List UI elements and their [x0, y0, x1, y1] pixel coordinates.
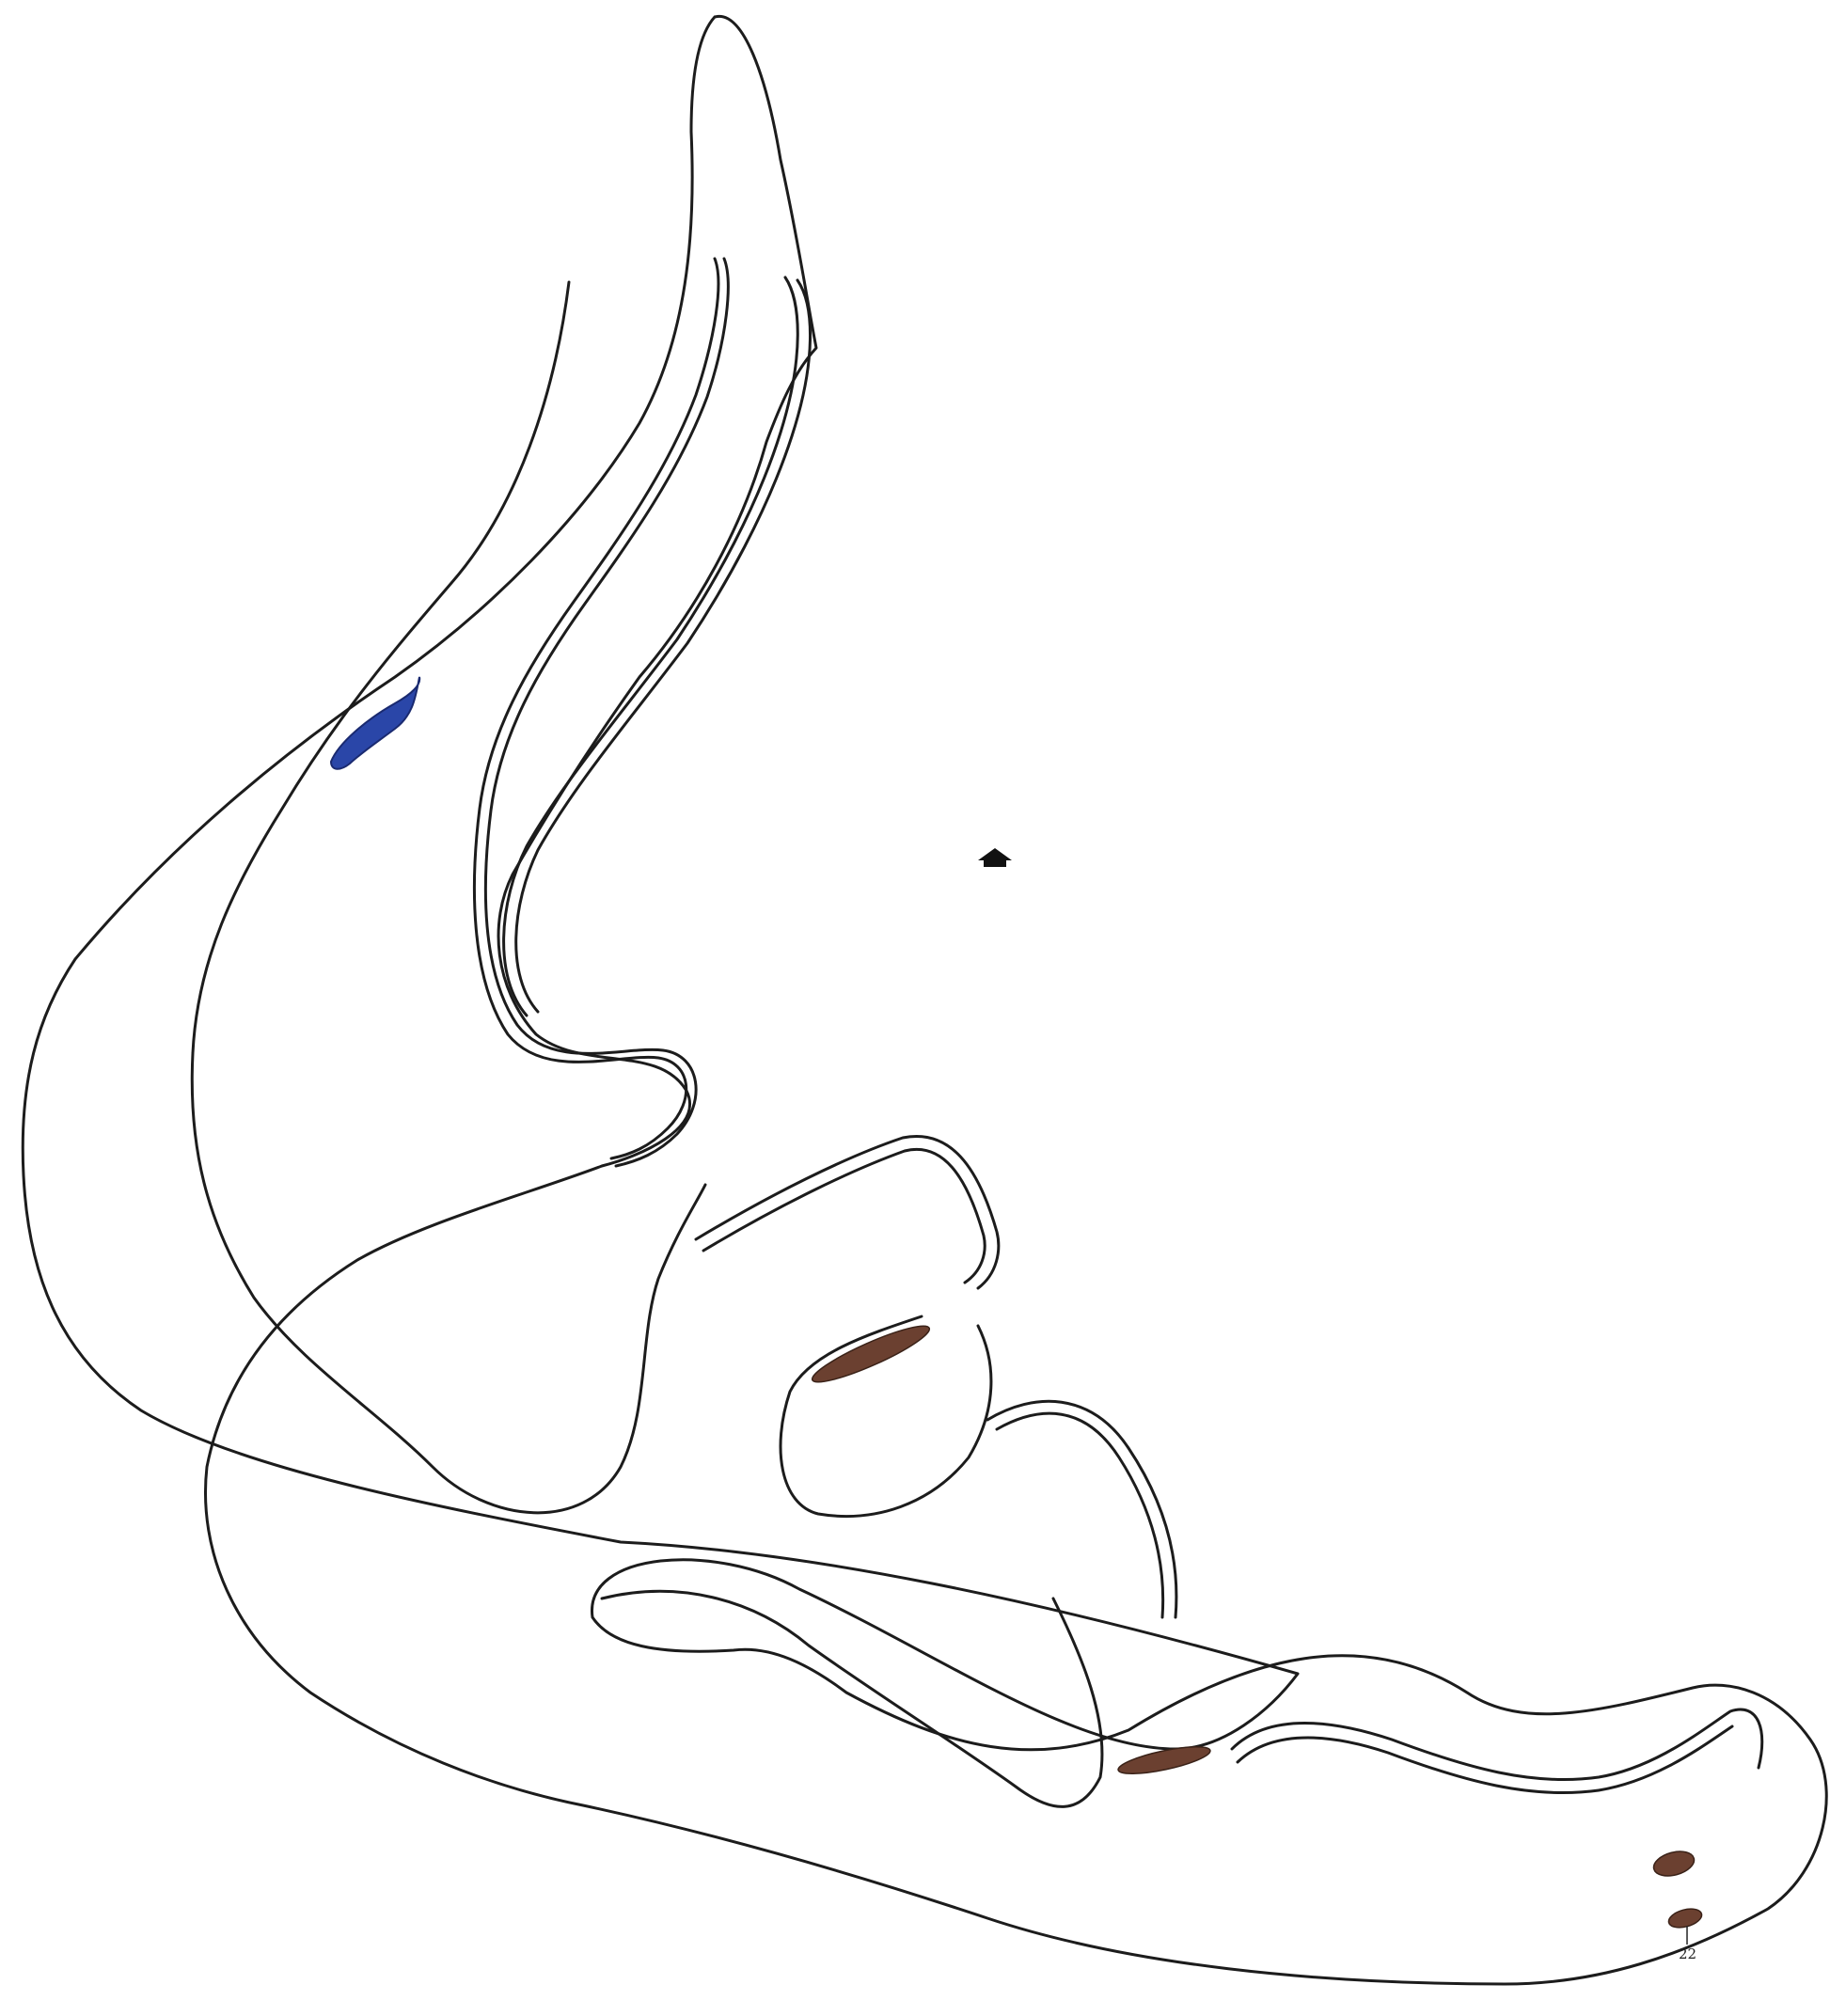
arrow-up-icon — [978, 848, 1012, 867]
upper-channel-outer — [474, 259, 718, 1158]
right-arm-channel-inner — [1238, 1726, 1732, 1793]
lower-lobe-outline — [602, 1591, 1102, 1806]
lower-channel-outer — [987, 1401, 1176, 1617]
middle-channel-inner — [703, 1149, 985, 1283]
right-arm-channel-outer — [1232, 1709, 1762, 1780]
middle-channel-outer — [696, 1136, 999, 1288]
inner-outline-left — [192, 282, 705, 1513]
specimen-number-label: 22 — [1679, 1945, 1696, 1962]
brown-patch-label — [1666, 1906, 1703, 1931]
brown-patch-middle — [1116, 1741, 1212, 1779]
upper-channel-inner — [485, 259, 728, 1166]
lower-channel-inner — [997, 1413, 1163, 1617]
outer-outline — [23, 16, 1826, 1984]
brown-patch-right — [1651, 1848, 1697, 1881]
